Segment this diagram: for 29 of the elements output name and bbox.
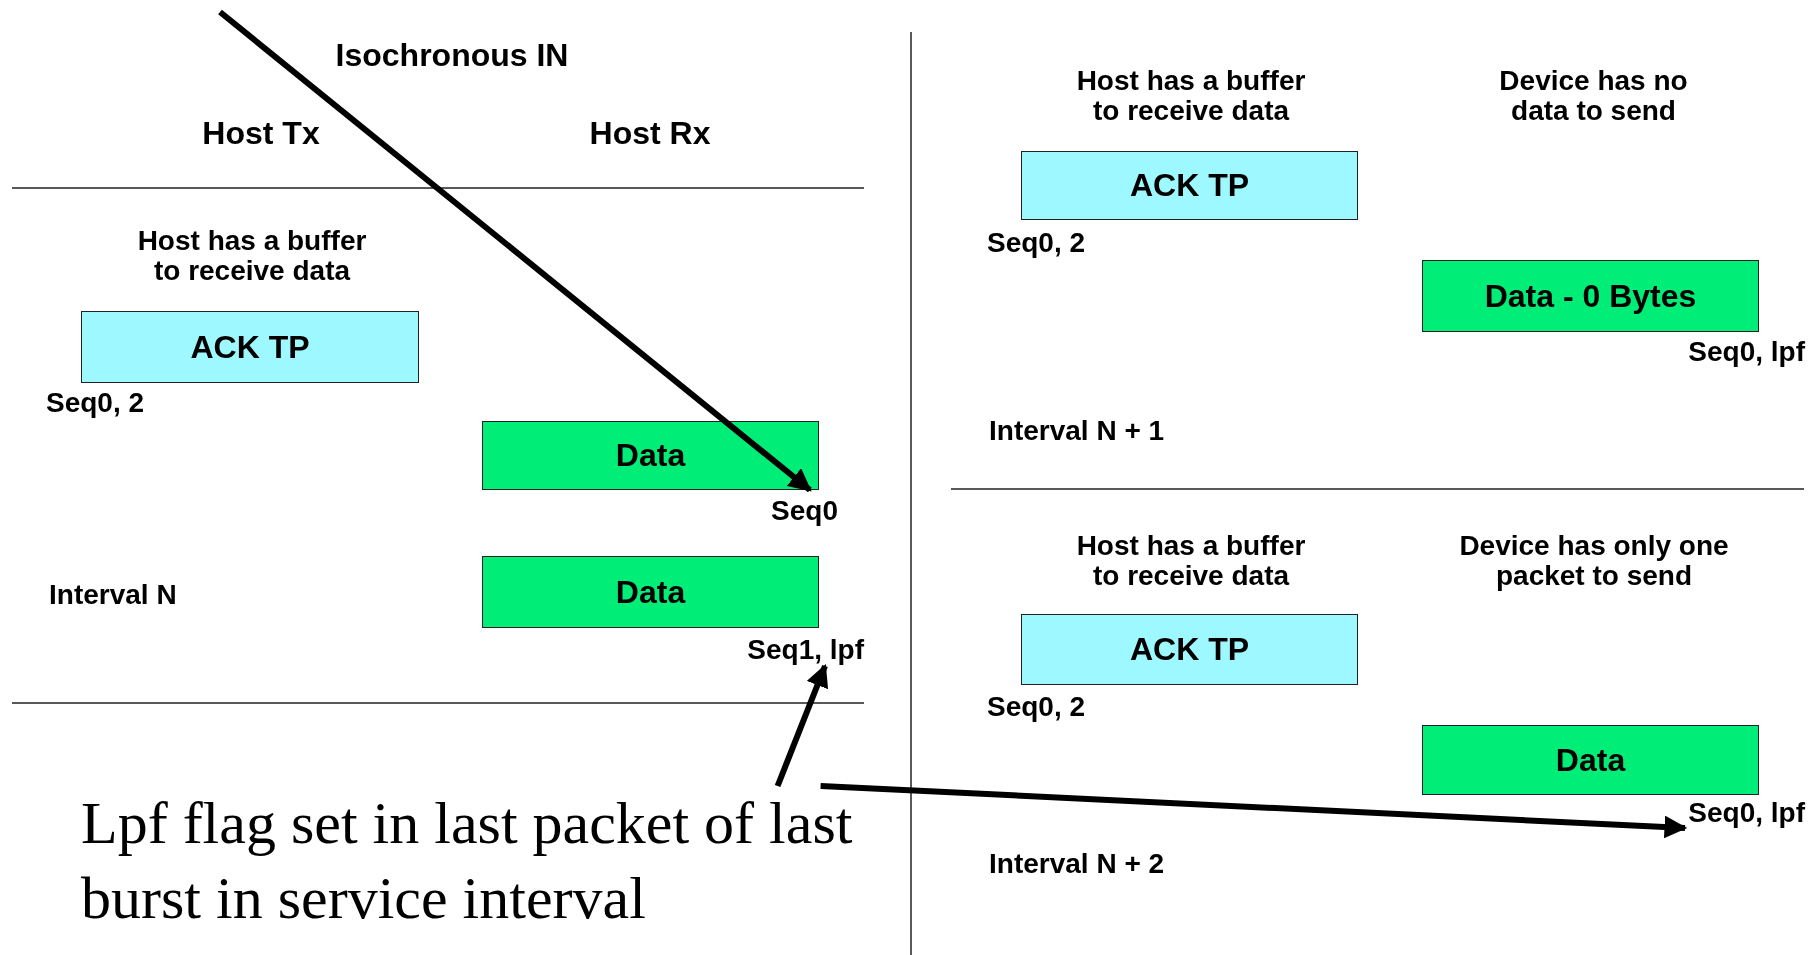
arrow [820,783,1688,839]
column-heading: Host Tx [201,118,321,148]
column-heading: Isochronous IN [334,40,570,70]
note-text: Interval N + 2 [989,849,1165,879]
column-heading: Host Rx [588,118,712,148]
sequence-label: Seq0 [770,496,838,526]
sequence-label: Seq0, 2 [46,388,145,418]
packet-box: Data - 0 Bytes [1422,260,1759,332]
annotation-text: Lpf flag set in last packet of last burst in service interval [81,786,941,936]
sequence-label: Seq0, lpf [1687,337,1805,367]
note-text: Device has only one packet to send [1458,531,1730,591]
note-text: Interval N [49,580,177,610]
note-text: Host has a buffer to receive data [136,226,368,286]
note-text: Device has no data to send [1498,66,1689,126]
sequence-label: Seq1, lpf [734,634,864,666]
arrow [774,663,829,788]
note-text: Host has a buffer to receive data [1075,531,1307,591]
packet-box: ACK TP [81,311,419,383]
sequence-label: Seq0, lpf [1685,798,1805,828]
note-text: Host has a buffer to receive data [1075,66,1307,126]
packet-box: Data [482,421,819,490]
sequence-label: Seq0, 2 [987,228,1086,258]
packet-box: Data [482,556,819,628]
note-text: Interval N + 1 [989,416,1165,446]
packet-box: Data [1422,725,1759,795]
packet-box: ACK TP [1021,151,1358,220]
packet-box: ACK TP [1021,614,1358,685]
sequence-label: Seq0, 2 [987,692,1086,722]
arrow [218,9,812,493]
